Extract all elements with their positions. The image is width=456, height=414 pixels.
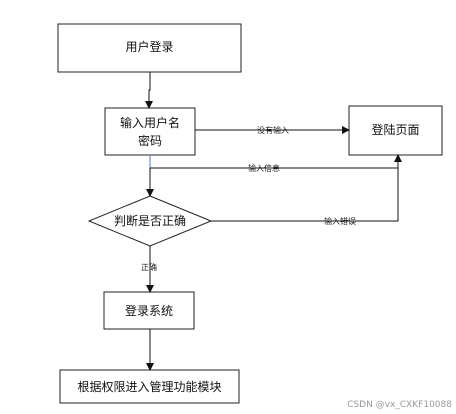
input-credentials-label-line1: 输入用户名 xyxy=(120,115,180,130)
validation-decision-label: 判断是否正确 xyxy=(114,213,186,228)
input-credentials-node: 输入用户名 密码 xyxy=(104,107,196,156)
login-system-label: 登录系统 xyxy=(125,303,173,318)
login-system-node: 登录系统 xyxy=(103,291,195,330)
login-page-label: 登陆页面 xyxy=(371,122,419,137)
user-login-node: 用户登录 xyxy=(57,23,242,73)
edge-input-error-label: 输入错误 xyxy=(324,216,356,226)
permission-module-label: 根据权限进入管理功能模块 xyxy=(77,379,221,394)
edge-input-info-label: 输入信息 xyxy=(248,163,280,173)
permission-module-node: 根据权限进入管理功能模块 xyxy=(59,369,240,404)
watermark-text: CSDN @vx_CXKF10088 xyxy=(347,400,452,410)
edge-no-input-label: 没有输入 xyxy=(257,125,289,135)
login-page-node: 登陆页面 xyxy=(348,105,443,156)
arrow-user-login-to-input xyxy=(145,72,153,109)
validation-decision-node: 判断是否正确 xyxy=(87,195,213,247)
arrow-decision-to-login-page xyxy=(211,154,402,222)
edge-correct-label: 正确 xyxy=(141,262,157,272)
input-credentials-label-line2: 密码 xyxy=(138,133,162,148)
user-login-label: 用户登录 xyxy=(125,39,173,54)
